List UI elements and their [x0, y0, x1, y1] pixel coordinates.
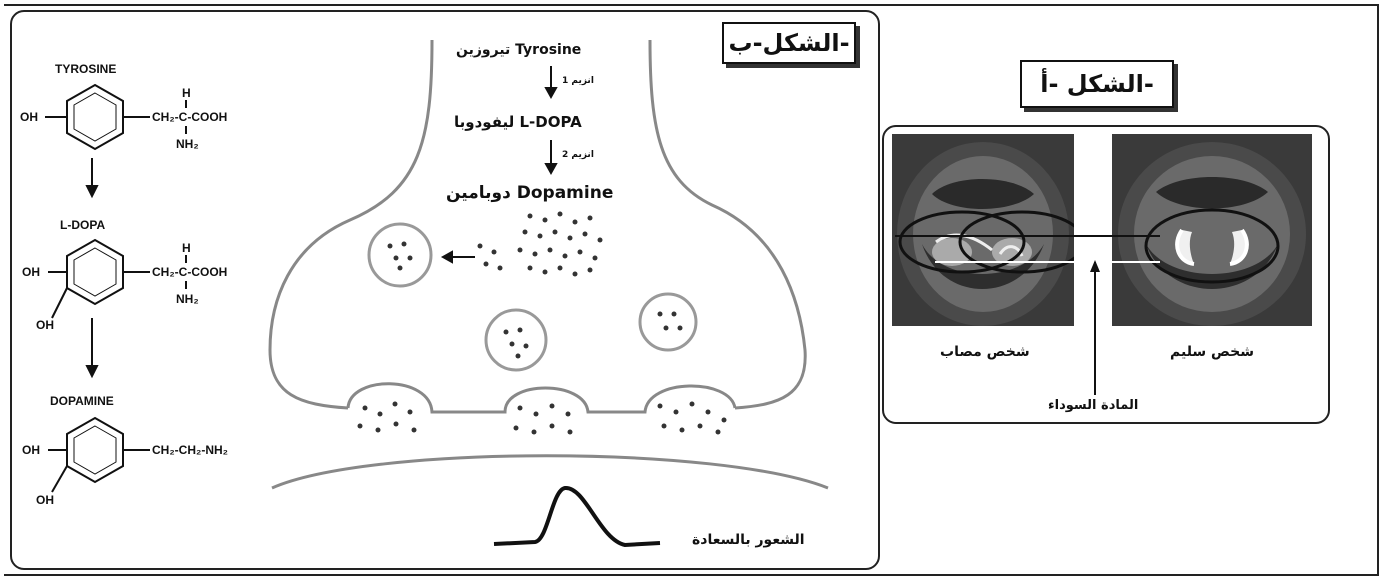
ldopa-chain: CH₂-C-COOH [152, 265, 228, 279]
figure-a-label: الشكل -أ- [1020, 60, 1174, 108]
happiness-label: الشعور بالسعادة [692, 532, 805, 548]
dopamine-molecules [357, 211, 727, 435]
presynaptic-membrane [346, 382, 737, 414]
dopamine-chain: CH₂-CH₂-NH₂ [152, 443, 228, 457]
outer-frame [4, 4, 1379, 576]
affected-brain-scan [892, 134, 1074, 326]
terminal-right-wall [648, 39, 807, 410]
tyrosine-title: TYROSINE [55, 62, 117, 76]
vesicle-3 [638, 292, 698, 352]
postsynaptic-membrane [271, 454, 829, 490]
ldopa-title: L-DOPA [60, 218, 106, 232]
tyrosine-nh2: NH₂ [176, 137, 199, 151]
vesicle-1 [367, 222, 433, 288]
terminal-left-wall [268, 39, 434, 410]
tyrosine-ring [66, 83, 124, 151]
pathway-enzyme2: انزيم 2 [562, 150, 594, 160]
pathway-ldopa: L-DOPA ليفودوبا [454, 113, 582, 131]
dopamine-oh-1: OH [22, 443, 40, 457]
healthy-brain-scan [1112, 134, 1312, 326]
dopamine-title: DOPAMINE [50, 394, 114, 408]
healthy-person-label: شخص سليم [1170, 344, 1255, 360]
dopamine-oh-2: OH [36, 493, 54, 507]
dopamine-ring [66, 416, 124, 484]
ldopa-oh-2: OH [36, 318, 54, 332]
pathway-enzyme1: انزيم 1 [562, 76, 594, 86]
tyrosine-h: H [182, 86, 191, 100]
happiness-signal-curve [493, 486, 661, 548]
figure-b-label: الشكل-ب- [722, 22, 856, 64]
figure-b-panel [10, 10, 880, 570]
ldopa-h: H [182, 241, 191, 255]
pathway-tyrosine: Tyrosine تيروزين [456, 42, 582, 58]
pathway-dopamine: Dopamine دوبامين [446, 183, 614, 203]
ldopa-nh2: NH₂ [176, 292, 199, 306]
substantia-nigra-label: المادة السوداء [1048, 398, 1139, 413]
tyrosine-chain: CH₂-C-COOH [152, 110, 228, 124]
figure-a-panel [882, 125, 1330, 424]
ldopa-ring [66, 238, 124, 306]
ldopa-oh-1: OH [22, 265, 40, 279]
tyrosine-oh: OH [20, 110, 38, 124]
affected-person-label: شخص مصاب [940, 344, 1030, 360]
vesicle-2 [484, 308, 548, 372]
